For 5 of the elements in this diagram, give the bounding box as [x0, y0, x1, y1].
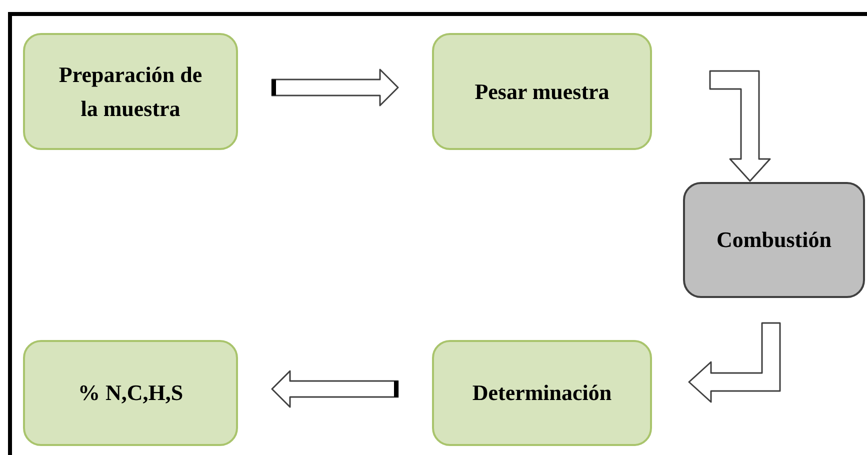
step-box: Pesar muestra: [432, 33, 652, 150]
step-box: Preparación de la muestra: [23, 33, 238, 150]
step-box: Determinación: [432, 340, 652, 446]
step-box: % N,C,H,S: [23, 340, 238, 446]
process-box: Combustión: [683, 182, 865, 298]
